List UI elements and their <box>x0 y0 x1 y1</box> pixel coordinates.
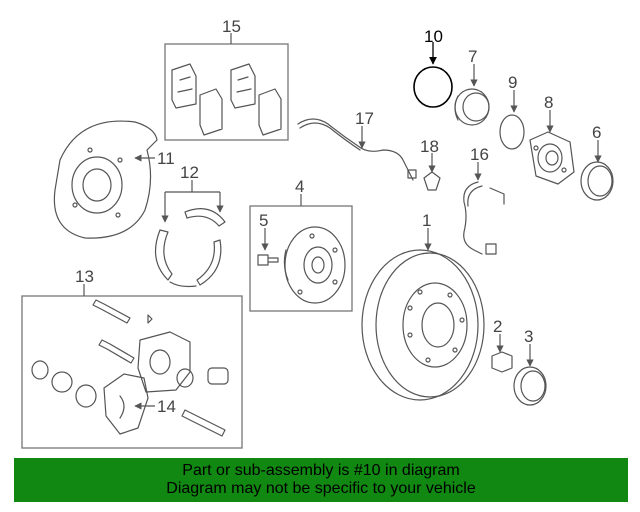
part-9-ring: 9 <box>499 73 525 150</box>
banner-line-2: Diagram may not be specific to your vehi… <box>166 480 476 497</box>
label-1: 1 <box>422 211 431 230</box>
label-9: 9 <box>508 73 517 92</box>
part-7-seal: 7 <box>454 47 490 126</box>
label-4: 4 <box>295 177 304 196</box>
label-7: 7 <box>468 47 477 66</box>
label-8: 8 <box>544 93 553 112</box>
part-11-backing-plate: 11 <box>53 120 175 239</box>
label-14: 14 <box>157 397 176 416</box>
label-17: 17 <box>355 109 374 128</box>
label-18: 18 <box>420 137 439 156</box>
info-banner: Part or sub-assembly is #10 in diagram D… <box>14 458 628 502</box>
label-6: 6 <box>592 123 601 142</box>
o-ring-shape[interactable] <box>413 66 453 108</box>
part-16-abs-sensor: 16 <box>463 145 505 255</box>
brake-pads-group: 15 <box>164 17 289 141</box>
label-11: 11 <box>157 149 175 168</box>
label-12: 12 <box>180 163 199 182</box>
part-6-seal: 6 <box>580 123 614 201</box>
label-5: 5 <box>259 211 268 230</box>
part-4-hub-assembly: 4 5 <box>249 177 353 312</box>
label-10: 10 <box>424 27 443 46</box>
label-3: 3 <box>524 327 533 346</box>
part-1-rotor: 1 <box>361 211 485 401</box>
part-3-cap: 3 <box>513 327 547 406</box>
label-2: 2 <box>493 317 502 336</box>
label-15: 15 <box>222 17 241 36</box>
label-13: 13 <box>75 267 94 286</box>
part-13-caliper-assembly: 13 14 <box>21 267 243 449</box>
part-17-wire: 17 <box>297 109 417 181</box>
part-10-o-ring[interactable]: 10 <box>413 27 453 108</box>
part-2-nut: 2 <box>491 317 513 373</box>
part-8-hub: 8 <box>529 93 575 185</box>
pad-box <box>164 43 289 141</box>
part-18-clip: 18 <box>420 137 441 191</box>
part-12-brake-shoes: 12 <box>154 163 226 288</box>
label-16: 16 <box>470 145 489 164</box>
banner-line-1: Part or sub-assembly is #10 in diagram <box>182 462 460 479</box>
caliper-box <box>21 295 243 449</box>
